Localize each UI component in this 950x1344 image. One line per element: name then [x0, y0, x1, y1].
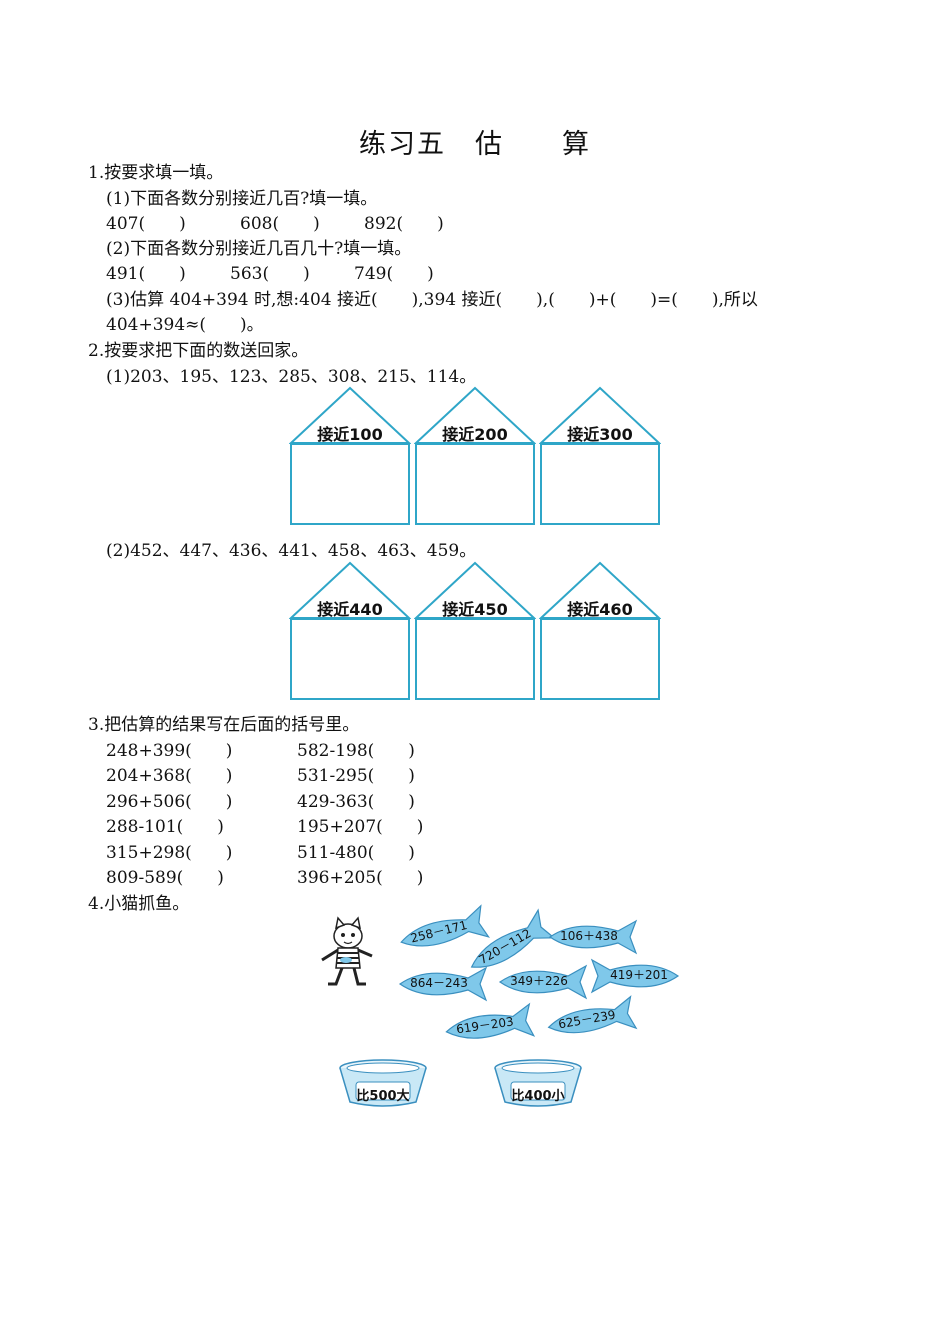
- q1-part1: (1)下面各数分别接近几百?填一填。: [106, 189, 378, 209]
- fish-349-226[interactable]: 349＋226: [496, 962, 588, 1002]
- house-label: 接近440: [317, 600, 383, 619]
- q3-item: 204+368( ): [106, 766, 233, 786]
- q1-part2: (2)下面各数分别接近几百几十?填一填。: [106, 239, 412, 259]
- q3-item: 195+207( ): [297, 817, 424, 837]
- house-near-300: 接近300: [539, 386, 661, 526]
- q4-heading: 4.小猫抓鱼。: [88, 894, 190, 914]
- q1-heading: 1.按要求填一填。: [88, 163, 224, 183]
- q3-item: 288-101( ): [106, 817, 224, 837]
- q3-item: 248+399( ): [106, 741, 233, 761]
- fish-419-201[interactable]: 419＋201: [590, 956, 682, 996]
- fish-864-243[interactable]: 864－243: [396, 964, 488, 1004]
- q3-item: 531-295( ): [297, 766, 415, 786]
- q1-part2-item: 563( ): [230, 264, 310, 284]
- q2-part1: (1)203、195、123、285、308、215、114。: [106, 367, 477, 387]
- house-label: 接近460: [567, 600, 633, 619]
- house-label: 接近100: [317, 425, 383, 444]
- fish-258-171[interactable]: 258－171: [393, 901, 492, 962]
- house-near-450: 接近450: [414, 561, 536, 701]
- q3-item: 809-589( ): [106, 868, 224, 888]
- fish-label: 106＋438: [560, 929, 618, 943]
- q3-item: 296+506( ): [106, 792, 233, 812]
- house-near-460: 接近460: [539, 561, 661, 701]
- q1-part1-item: 892( ): [364, 214, 444, 234]
- house-near-100: 接近100: [289, 386, 411, 526]
- fish-720-112[interactable]: 720－112: [458, 906, 558, 987]
- page-title: 练习五 估 算: [359, 129, 591, 160]
- q1-part2-item: 749( ): [354, 264, 434, 284]
- fish-label: 419＋201: [610, 968, 668, 982]
- house-near-440: 接近440: [289, 561, 411, 701]
- q3-item: 315+298( ): [106, 843, 233, 863]
- fish-106-438[interactable]: 106＋438: [546, 917, 638, 957]
- q2-heading: 2.按要求把下面的数送回家。: [88, 341, 309, 361]
- q2-part2: (2)452、447、436、441、458、463、459。: [106, 541, 477, 561]
- fish-label: 864－243: [410, 976, 468, 990]
- q1-part3-line1: (3)估算 404+394 时,想:404 接近( ),394 接近( ),( …: [106, 290, 758, 310]
- fish-625-239[interactable]: 625－239: [541, 992, 639, 1047]
- house-near-200: 接近200: [414, 386, 536, 526]
- basin-greater-500[interactable]: 比500大: [338, 1058, 428, 1108]
- basin-label: 比400小: [511, 1089, 565, 1104]
- q1-part2-item: 491( ): [106, 264, 186, 284]
- house-label: 接近200: [442, 425, 508, 444]
- house-label: 接近300: [567, 425, 633, 444]
- house-label: 接近450: [442, 600, 508, 619]
- basin-label: 比500大: [356, 1089, 410, 1104]
- q3-item: 511-480( ): [297, 843, 415, 863]
- q1-part3-line2: 404+394≈( )。: [106, 315, 264, 335]
- q1-part1-item: 608( ): [240, 214, 320, 234]
- q1-part1-item: 407( ): [106, 214, 186, 234]
- fish-619-203[interactable]: 619－203: [440, 1000, 537, 1052]
- fish-label: 349＋226: [510, 974, 568, 988]
- q3-item: 429-363( ): [297, 792, 415, 812]
- basin-less-400[interactable]: 比400小: [493, 1058, 583, 1108]
- q3-item: 582-198( ): [297, 741, 415, 761]
- q3-heading: 3.把估算的结果写在后面的括号里。: [88, 715, 360, 735]
- q3-item: 396+205( ): [297, 868, 424, 888]
- cat-illustration: [314, 916, 384, 988]
